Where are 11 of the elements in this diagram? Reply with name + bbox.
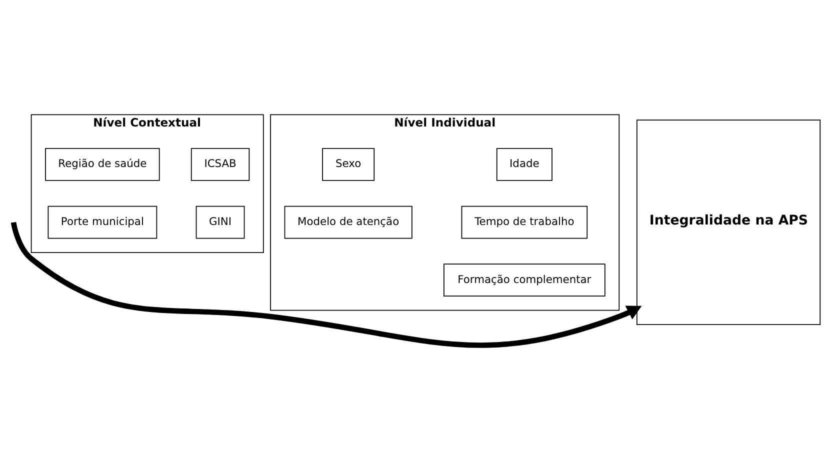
node-box: Sexo xyxy=(322,148,375,180)
node-box: ICSAB xyxy=(190,148,250,180)
node-box: Modelo de atenção xyxy=(284,205,412,238)
node-box: Idade xyxy=(496,148,552,180)
node-box: GINI xyxy=(196,205,245,238)
node-box: Região de saúde xyxy=(45,148,160,180)
node-box: Porte municipal xyxy=(48,205,158,238)
node-box: Tempo de trabalho xyxy=(461,205,588,238)
node-box: Formação complementar xyxy=(444,263,606,296)
arrow xyxy=(10,221,642,348)
node-box: Integralidade na APS xyxy=(636,119,821,324)
